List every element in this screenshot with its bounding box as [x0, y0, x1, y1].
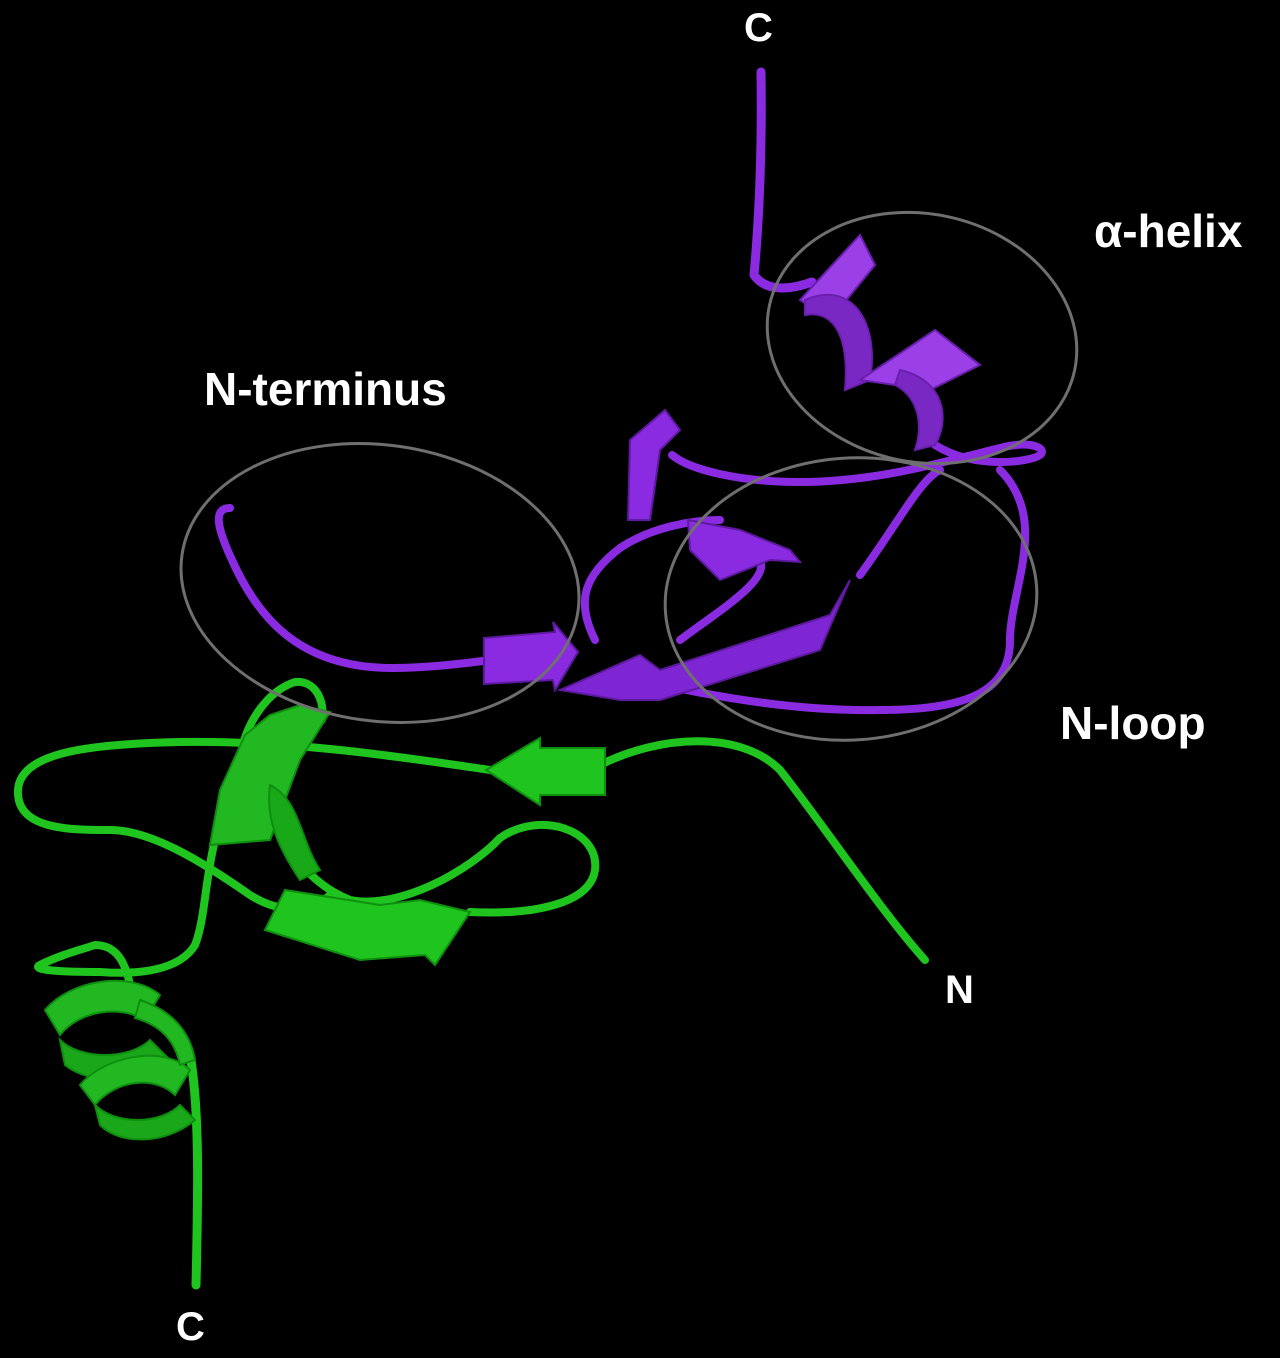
green-c-terminus-label: C: [176, 1305, 205, 1350]
green-n-terminus-label: N: [945, 968, 974, 1013]
n-terminus-label: N-terminus: [204, 362, 447, 416]
purple-c-terminus-label: C: [744, 6, 773, 51]
alpha-helix-label: α-helix: [1094, 204, 1242, 258]
n-loop-label: N-loop: [1060, 696, 1206, 750]
